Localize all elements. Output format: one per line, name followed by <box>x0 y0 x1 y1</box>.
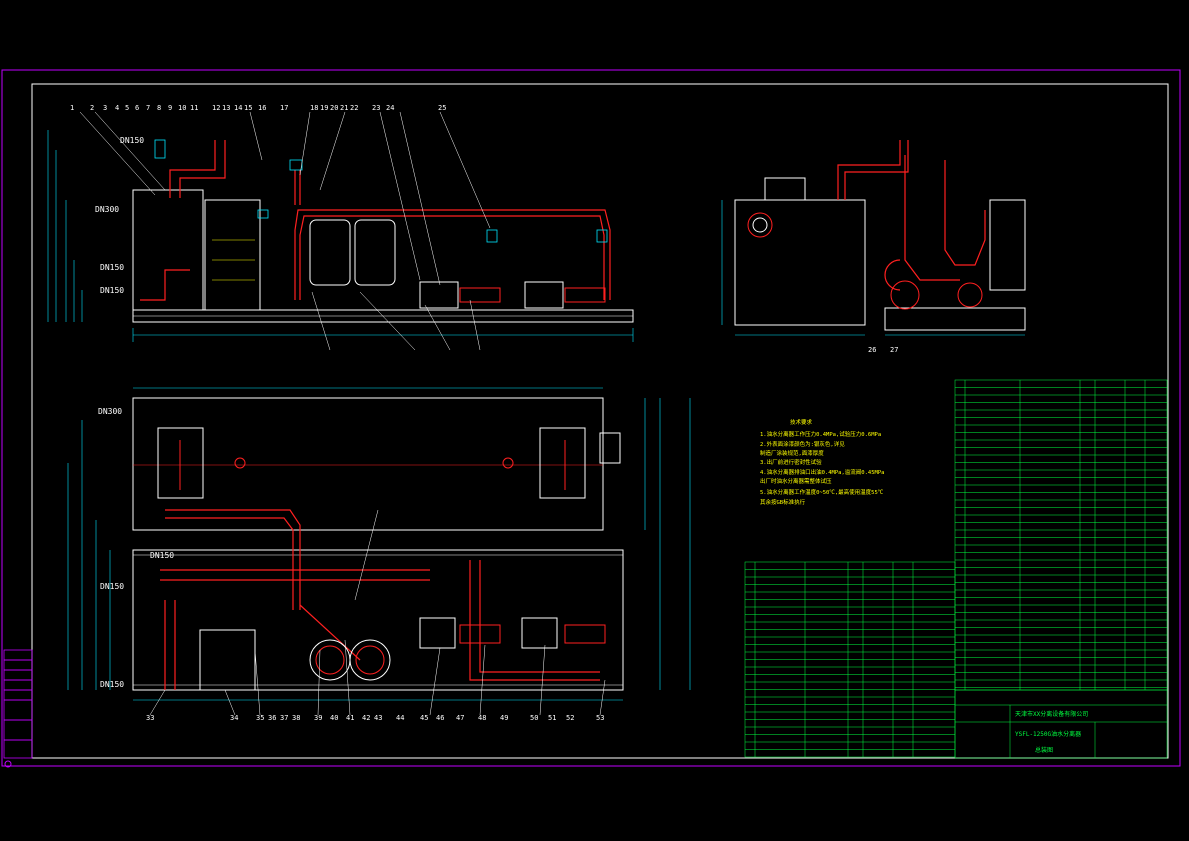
company-name: 天津市XX分离设备有限公司 <box>1015 710 1088 718</box>
callout: 22 <box>350 104 358 112</box>
callout: 15 <box>244 104 252 112</box>
plan-callouts: 33 34 35 36 37 38 39 40 41 42 43 44 45 4… <box>146 714 604 722</box>
callout: 24 <box>386 104 394 112</box>
callout: 17 <box>280 104 288 112</box>
callout: 39 <box>314 714 322 722</box>
callout: 18 <box>310 104 318 112</box>
note-line: 3.出厂前进行密封性试验 <box>760 458 822 466</box>
parts-list-right <box>954 379 1168 691</box>
callout: 49 <box>500 714 508 722</box>
callout: 23 <box>372 104 380 112</box>
callout: 40 <box>330 714 338 722</box>
side-tank <box>734 199 866 326</box>
note-line: 4.油水分离器排油口出油0.4MPa,溢流阀0.45MPa <box>760 468 884 476</box>
callout: 5 <box>125 104 129 112</box>
front-vessel-1 <box>309 219 351 286</box>
callout: 51 <box>548 714 556 722</box>
plan-tank <box>132 397 604 531</box>
plan-view: 33 34 35 36 37 38 39 40 41 42 43 44 45 4… <box>67 387 691 722</box>
callout: 1 <box>70 104 74 112</box>
callout: 9 <box>168 104 172 112</box>
title-block <box>954 689 1168 759</box>
note-line: 出厂时油水分离器需整体试压 <box>760 477 832 485</box>
callout: 38 <box>292 714 300 722</box>
left-margin-boxes <box>3 649 33 759</box>
sheet-name: 总装图 <box>1035 746 1053 754</box>
callout: 13 <box>222 104 230 112</box>
callout: 27 <box>890 346 898 354</box>
front-tank <box>132 189 204 311</box>
dn-label: DN150 <box>100 680 124 689</box>
plan-skid <box>132 549 624 691</box>
callout: 44 <box>396 714 404 722</box>
note-line: 5.油水分离器工作温度0~50℃,最高使用温度55℃ <box>760 488 884 496</box>
dn-label: DN150 <box>120 136 144 145</box>
callout: 50 <box>530 714 538 722</box>
callout: 3 <box>103 104 107 112</box>
callout: 52 <box>566 714 574 722</box>
callout: 16 <box>258 104 266 112</box>
front-pump-1 <box>419 281 459 309</box>
dn-label: DN300 <box>95 205 119 214</box>
dn-label: DN150 <box>100 582 124 591</box>
outer-frame <box>1 69 1181 767</box>
callout: 45 <box>420 714 428 722</box>
callout: 21 <box>340 104 348 112</box>
callout: 48 <box>478 714 486 722</box>
dn-label: DN150 <box>100 263 124 272</box>
side-base <box>884 307 1026 331</box>
callout: 8 <box>157 104 161 112</box>
callout: 33 <box>146 714 154 722</box>
note-line: 1.油水分离器工作压力0.4MPa,试验压力0.6MPa <box>760 430 881 438</box>
callout: 14 <box>234 104 242 112</box>
front-callouts: 1 2 3 4 5 6 7 8 9 10 11 12 13 14 15 16 1… <box>70 104 446 112</box>
callout: 43 <box>374 714 382 722</box>
callout: 10 <box>178 104 186 112</box>
callout: 4 <box>115 104 119 112</box>
note-line: 制造厂涂装规范,面漆厚度 <box>760 449 824 457</box>
technical-notes: 技术要求 1.油水分离器工作压力0.4MPa,试验压力0.6MPa 2.外表面涂… <box>760 418 884 506</box>
callout: 7 <box>146 104 150 112</box>
callout: 53 <box>596 714 604 722</box>
callout: 41 <box>346 714 354 722</box>
dn-label: DN150 <box>100 286 124 295</box>
notes-title: 技术要求 <box>790 418 813 426</box>
dn-label: DN300 <box>98 407 122 416</box>
parts-list-left <box>744 561 956 758</box>
callout: 19 <box>320 104 328 112</box>
dn-label: DN150 <box>150 551 174 560</box>
callout: 11 <box>190 104 198 112</box>
callout: 12 <box>212 104 220 112</box>
callout: 26 <box>868 346 876 354</box>
front-pump-2 <box>524 281 564 309</box>
callout: 46 <box>436 714 444 722</box>
callout: 35 <box>256 714 264 722</box>
front-control-panel <box>204 199 261 311</box>
callout: 34 <box>230 714 238 722</box>
inner-frame <box>31 83 1169 759</box>
note-line: 2.外表面涂漆颜色为:银灰色,详见 <box>760 440 845 448</box>
callout: 6 <box>135 104 139 112</box>
callout: 47 <box>456 714 464 722</box>
callout: 25 <box>438 104 446 112</box>
callout: 42 <box>362 714 370 722</box>
front-view: 1 2 3 4 5 6 7 8 9 10 11 12 13 14 15 16 1… <box>47 104 634 351</box>
callout: 36 <box>268 714 276 722</box>
front-vessel-2 <box>354 219 396 286</box>
callout: 37 <box>280 714 288 722</box>
side-view: 26 27 <box>721 140 1026 354</box>
drawing-name: YSFL-1250G油水分离器 <box>1015 730 1081 738</box>
corner-mark <box>4 760 12 768</box>
callout: 2 <box>90 104 94 112</box>
note-line: 其余按GB标准执行 <box>760 498 806 506</box>
callout: 20 <box>330 104 338 112</box>
